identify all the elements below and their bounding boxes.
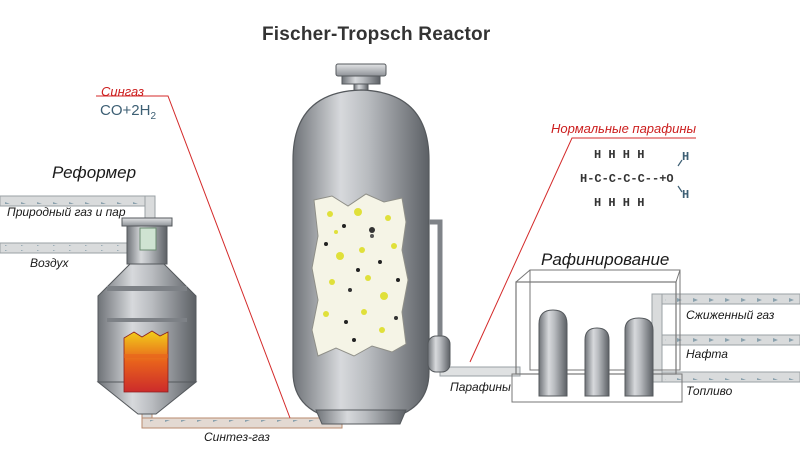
fuel-label: Топливо — [686, 384, 733, 398]
fischer-tropsch-reactor — [292, 63, 451, 425]
molecule-oh-h-bottom: H — [682, 188, 690, 202]
paraffins-label: Парафины — [450, 380, 511, 394]
natural-gas-label: Природный газ и пар — [7, 205, 126, 219]
reactor-separator — [427, 335, 451, 373]
catalyst-particles — [323, 208, 400, 342]
refining-label: Рафинирование — [541, 250, 670, 269]
naphtha-label: Нафта — [686, 347, 728, 361]
syngas-label: Сингаз — [101, 84, 145, 99]
molecule-h-row-bottom: H H H H — [594, 196, 645, 210]
reformer-vessel — [96, 217, 198, 415]
syngas-formula: CO+2H2 — [100, 102, 156, 122]
reformer-label: Реформер — [52, 163, 137, 182]
diagram-title: Fischer-Tropsch Reactor — [262, 24, 491, 45]
liquefied-gas-label: Сжиженный газ — [686, 308, 775, 322]
molecule-oh-h-top: H — [682, 150, 690, 164]
refining-columns — [538, 309, 654, 397]
pipe-paraffins — [439, 366, 521, 377]
molecule-chain: H-C-C-C-C--+O — [580, 172, 674, 186]
molecule-h-row-top: H H H H — [594, 148, 645, 162]
reformer-flame — [123, 330, 169, 393]
paraffins-callout-line — [469, 137, 696, 363]
syngas-callout-line — [96, 95, 291, 419]
normal-paraffins-label: Нормальные парафины — [551, 121, 697, 136]
air-label: Воздух — [30, 256, 69, 270]
callout-lines — [96, 95, 696, 419]
refining-unit — [511, 269, 683, 403]
catalyst-bed — [311, 193, 409, 357]
synthesis-gas-label: Синтез-газ — [204, 430, 270, 444]
